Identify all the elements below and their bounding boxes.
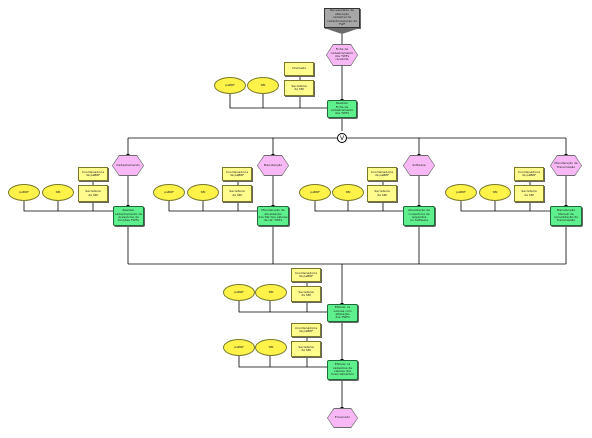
document-secretaria-sbi: Secretaria da SBI <box>367 185 397 202</box>
event-ficha-recebida: Ficha de cadastramento dos TWFs recebida <box>326 44 358 66</box>
event-branch-2: Manutenção <box>257 155 289 176</box>
document-coordenadoria: Coordenadoria da paBRF <box>222 167 252 181</box>
start-event: Necessidade de alteração cadastral de ca… <box>324 8 360 28</box>
org-sbi: SBI <box>255 339 287 356</box>
function-branch-3: Atualização de consultoria de requisitos… <box>403 206 435 226</box>
org-sbi: SBI <box>479 184 511 201</box>
org-sbi: SBI <box>187 184 219 201</box>
document-secretaria-sbi: Secretaria da SBI <box>78 185 108 202</box>
event-label: Ficha de cadastramento dos TWFs recebida <box>330 47 354 62</box>
org-pabrf: paBRF <box>153 184 185 201</box>
function-final: Efetuar os cadastros de valores dos lice… <box>327 360 358 380</box>
document-coordenadoria: Coordenadoria da paBRF <box>514 167 544 181</box>
event-branch-4: Manutenção de Transmissão <box>550 155 582 176</box>
org-pabrf: paBRF <box>214 77 246 94</box>
event-branch-1: Cadastramento <box>112 155 144 176</box>
document-secretaria-sbi: Secretaria da SBI <box>291 286 321 302</box>
document-coordenadoria: Coordenadoria da paBRF <box>78 167 108 181</box>
function-merge: Efetuar os valores com alteração dos TWF… <box>327 304 358 322</box>
org-pabrf: paBRF <box>299 184 331 201</box>
document-coordenadoria: Coordenadoria da paBRF <box>367 167 397 181</box>
start-event-point <box>324 28 360 34</box>
org-pabrf: paBRF <box>223 339 255 356</box>
document-secretaria-sbi: Secretaria da SBI <box>222 185 252 202</box>
start-event-label: Necessidade de alteração cadastral de ca… <box>326 8 358 27</box>
function-realizar-ficha: Realizar Ficha de cadastramento dos TWFs <box>327 100 357 118</box>
function-branch-4: Manutenção Manual de consolidação do Tra… <box>550 206 582 226</box>
document-coordenadoria: Coordenadoria da paBRF <box>291 268 321 282</box>
org-sbi: SBI <box>332 184 364 201</box>
org-pabrf: paBRF <box>223 284 255 301</box>
document-chamado: Chamado <box>284 62 314 76</box>
document-secretaria-sbi: Secretaria da SBI <box>291 341 321 357</box>
org-pabrf: paBRF <box>445 184 477 201</box>
function-branch-1: Realizar cadastramento de Acessórios de … <box>113 206 144 226</box>
org-pabrf: paBRF <box>8 184 40 201</box>
org-sbi: SBI <box>255 284 287 301</box>
function-branch-2: Manutenção de atualização dos SW dos val… <box>257 206 289 226</box>
event-branch-3: Software <box>403 155 435 176</box>
document-secretaria-sbi: Secretaria da SBI <box>514 185 544 202</box>
xor-connector: V <box>337 133 347 143</box>
document-secretaria-sbi: Secretaria da SBI <box>284 80 314 96</box>
org-sbi: SBI <box>42 184 74 201</box>
document-coordenadoria: Coordenadoria da paBRF <box>291 323 321 337</box>
end-event: Encerrado <box>327 408 358 428</box>
org-sbi: SBI <box>247 77 279 94</box>
